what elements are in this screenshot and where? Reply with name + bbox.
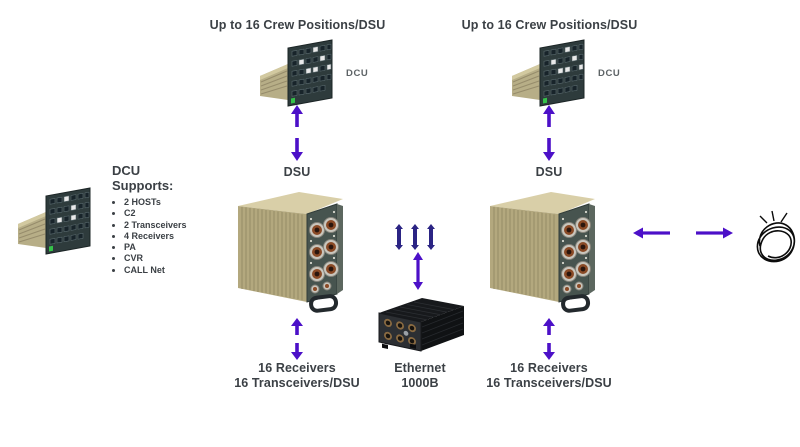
ethernet-speed: 1000B — [401, 376, 439, 390]
dcu-unit-image-right — [512, 39, 585, 107]
up-down-arrow-icon-right-top — [543, 105, 555, 161]
dcu-supports-list: 2 HOSTs C2 2 Transceivers 4 Receivers PA… — [110, 197, 187, 276]
ethernet-name: Ethernet — [394, 361, 446, 375]
crew-positions-label-left: Up to 16 Crew Positions/DSU — [209, 18, 386, 32]
transceivers-line: 16 Transceivers/DSU — [486, 376, 612, 390]
external-link-arrow-icon — [633, 227, 733, 239]
supports-item: 4 Receivers — [124, 231, 187, 242]
up-down-arrow-icon-left-top — [291, 105, 303, 161]
dcu-tag-left: DCU — [346, 68, 369, 79]
dcu-supports-title: DCU Supports: — [112, 163, 174, 193]
dcu-reference-image — [18, 187, 91, 255]
inter-dsu-links-icon — [395, 224, 435, 250]
dsu-unit-image-left — [238, 192, 343, 313]
ethernet-link-arrow-icon — [413, 252, 423, 290]
dsu-label-right: DSU — [535, 165, 563, 179]
supports-item: 2 Transceivers — [124, 220, 187, 231]
supports-item: PA — [124, 242, 187, 253]
receivers-line: 16 Receivers — [510, 361, 588, 375]
up-down-arrow-icon-left-bottom — [291, 318, 303, 360]
radio-capacity-label-left: 16 Receivers 16 Transceivers/DSU — [217, 361, 377, 391]
dsu-label-left: DSU — [283, 165, 311, 179]
supports-item: 2 HOSTs — [124, 197, 187, 208]
crew-positions-label-right: Up to 16 Crew Positions/DSU — [461, 18, 638, 32]
supports-item: C2 — [124, 208, 187, 219]
radio-capacity-label-right: 16 Receivers 16 Transceivers/DSU — [469, 361, 629, 391]
receivers-line: 16 Receivers — [258, 361, 336, 375]
dsu-unit-image-right — [490, 192, 595, 313]
ethernet-switch-image — [378, 298, 464, 352]
up-down-arrow-icon-right-bottom — [543, 318, 555, 360]
supports-item: CVR — [124, 253, 187, 264]
supports-item: CALL Net — [124, 265, 187, 276]
transceivers-line: 16 Transceivers/DSU — [234, 376, 360, 390]
network-scribble-icon — [756, 210, 796, 263]
dcu-tag-right: DCU — [598, 68, 621, 79]
ethernet-label: Ethernet 1000B — [360, 361, 480, 391]
dcu-unit-image-left — [260, 39, 333, 107]
